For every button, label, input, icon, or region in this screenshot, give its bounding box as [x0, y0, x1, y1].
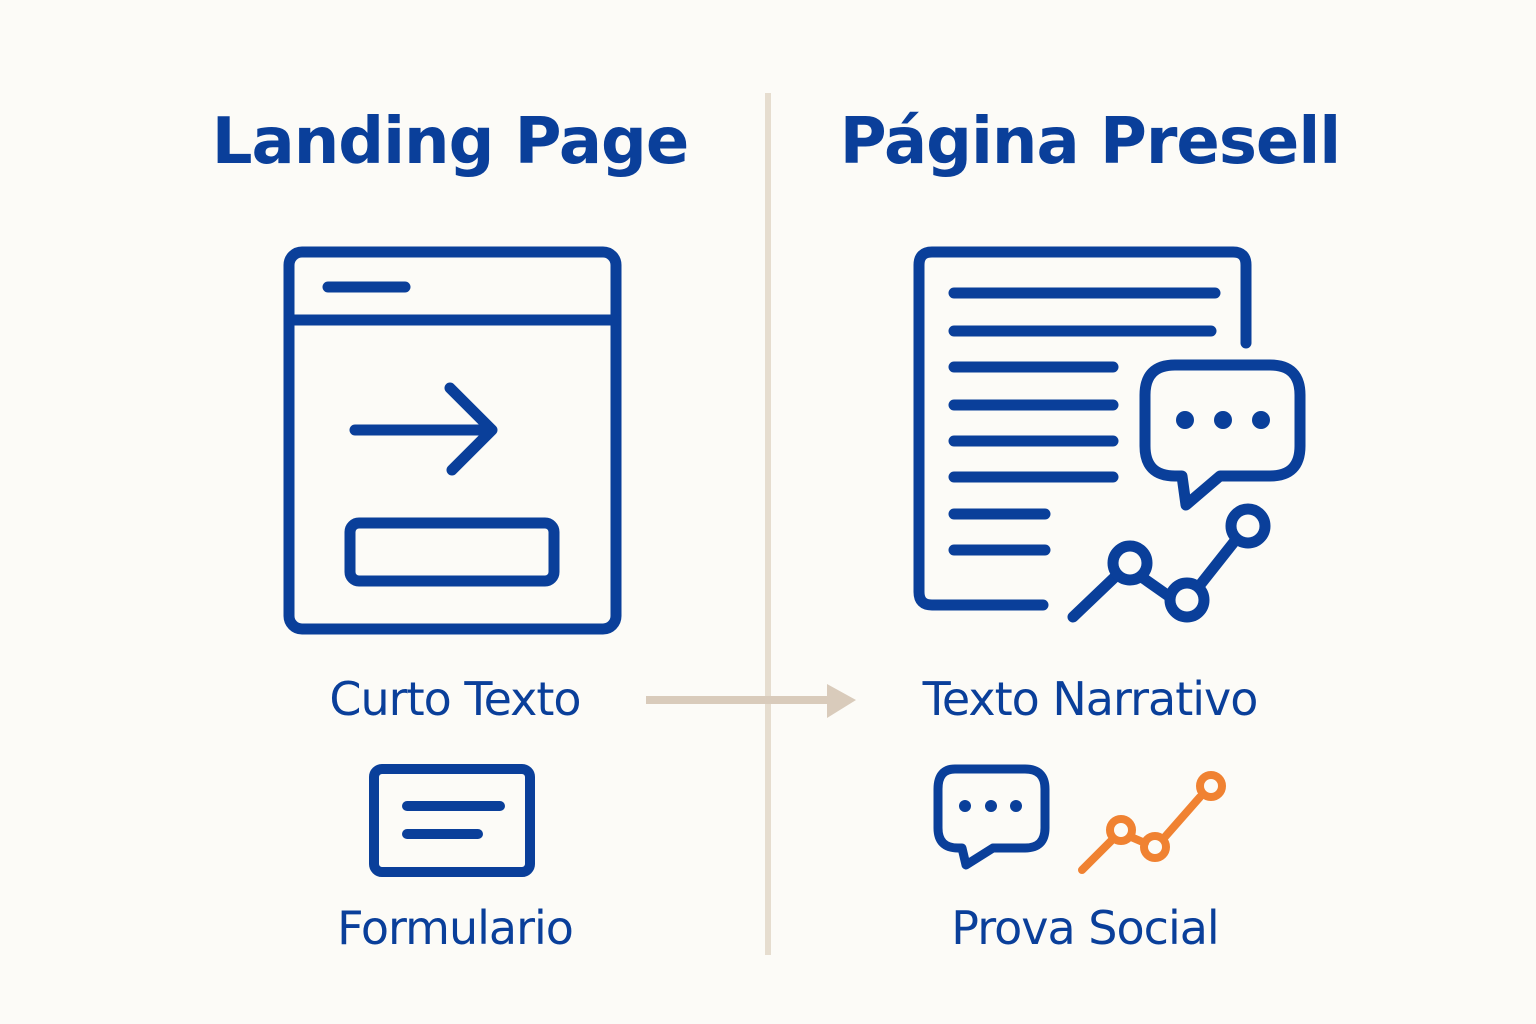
landing-page-title: Landing Page [211, 105, 690, 179]
curto-texto-label: Curto Texto [329, 672, 581, 726]
prova-social-label: Prova Social [951, 901, 1219, 955]
formulario-label: Formulario [337, 901, 574, 955]
texto-narrativo-label: Texto Narrativo [922, 672, 1259, 726]
pagina-presell-title: Página Presell [839, 105, 1341, 179]
center-divider [765, 93, 771, 955]
